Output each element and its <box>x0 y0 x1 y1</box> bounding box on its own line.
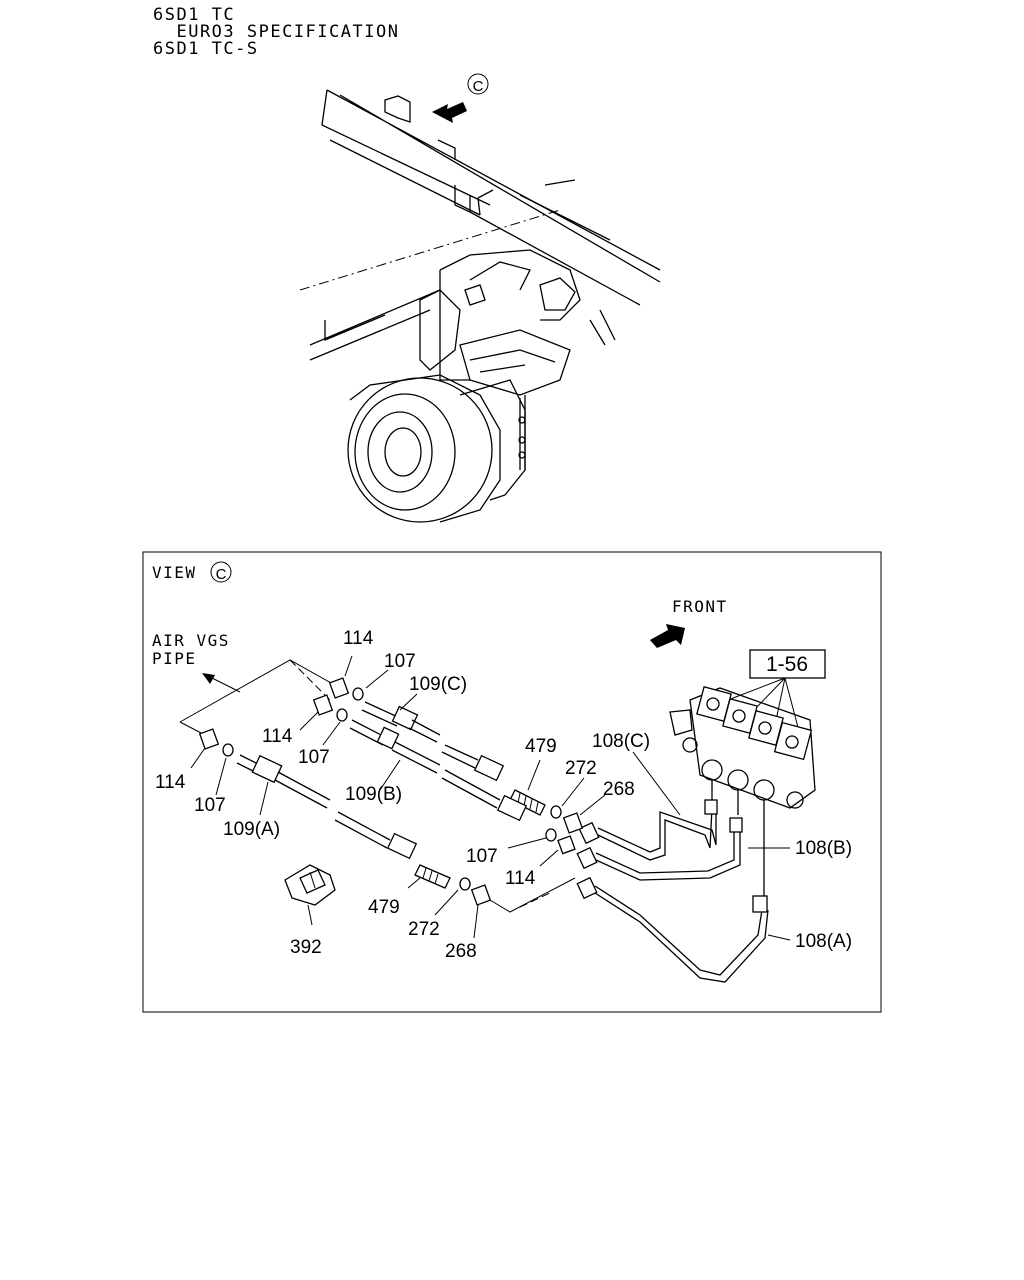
callout-108b: 108(B) <box>795 838 852 859</box>
chassis-illustration <box>299 89 661 523</box>
callout-109a: 109(A) <box>223 819 280 840</box>
solenoid-valve-assembly <box>669 686 816 822</box>
callout-107-left: 107 <box>194 795 226 816</box>
assembly-ref-box <box>749 649 826 679</box>
svg-text:C: C <box>473 78 484 95</box>
nut-114-left <box>198 728 220 750</box>
callout-272-right: 272 <box>565 758 597 779</box>
air-vgs-label-2: PIPE <box>152 649 197 668</box>
washer-107-left <box>222 743 234 757</box>
hose-109a <box>236 754 418 860</box>
callout-479-low: 479 <box>368 897 400 918</box>
air-vgs-arrow-icon <box>202 673 241 693</box>
svg-text:C: C <box>216 566 227 583</box>
pipe-nut <box>576 876 598 900</box>
callout-272-low: 272 <box>408 919 440 940</box>
pipe-108a <box>594 822 769 983</box>
callout-108a: 108(A) <box>795 931 852 952</box>
hose-109b <box>349 719 528 822</box>
callout-107-mid: 107 <box>298 747 330 768</box>
view-box <box>142 551 882 1013</box>
callout-392: 392 <box>290 937 322 958</box>
air-vgs-label-1: AIR VGS <box>152 631 230 650</box>
nut-268-right <box>562 812 584 834</box>
pipe-108c <box>597 799 718 861</box>
pipe-nut <box>576 846 598 870</box>
callout-268-right: 268 <box>603 779 635 800</box>
hose-109c <box>361 701 505 782</box>
callout-268-low: 268 <box>445 941 477 962</box>
nut-114-top <box>328 677 350 699</box>
washer-272-right <box>550 805 562 819</box>
leader-268-low <box>489 877 576 913</box>
callout-108c: 108(C) <box>592 731 650 752</box>
washer-272-low <box>459 877 471 891</box>
nut-268-low <box>470 884 492 906</box>
clip-392 <box>284 864 336 906</box>
washer-107-top <box>352 687 364 701</box>
nut-114-mid <box>312 694 334 716</box>
callout-114-mid: 114 <box>262 726 293 747</box>
callout-114-top: 114 <box>343 628 374 649</box>
connector-479-low <box>414 864 451 889</box>
view-title-marker: C <box>210 561 232 583</box>
front-arrow-icon <box>650 624 685 648</box>
model-line-1: 6SD1 TC <box>153 5 236 25</box>
pipe-108b <box>595 817 743 881</box>
callout-107-low: 107 <box>466 846 498 867</box>
model-line-3: 6SD1 TC-S <box>153 39 259 59</box>
assembly-ref: 1-56 <box>766 653 808 676</box>
front-label: FRONT <box>672 597 728 616</box>
callout-114-left: 114 <box>155 772 186 793</box>
connector-479-right <box>509 789 546 816</box>
callout-109c: 109(C) <box>409 674 467 695</box>
washer-107-mid <box>336 708 348 722</box>
callout-109b: 109(B) <box>345 784 402 805</box>
model-line-2: EURO3 SPECIFICATION <box>153 22 400 42</box>
view-marker-top: C <box>467 73 489 95</box>
pipe-nut <box>578 821 600 845</box>
callout-479-right: 479 <box>525 736 557 757</box>
callout-107-top: 107 <box>384 651 416 672</box>
nut-114-low <box>557 835 576 855</box>
view-title: VIEW <box>152 563 197 582</box>
washer-107-low <box>545 828 557 842</box>
callout-114-low: 114 <box>505 868 536 889</box>
